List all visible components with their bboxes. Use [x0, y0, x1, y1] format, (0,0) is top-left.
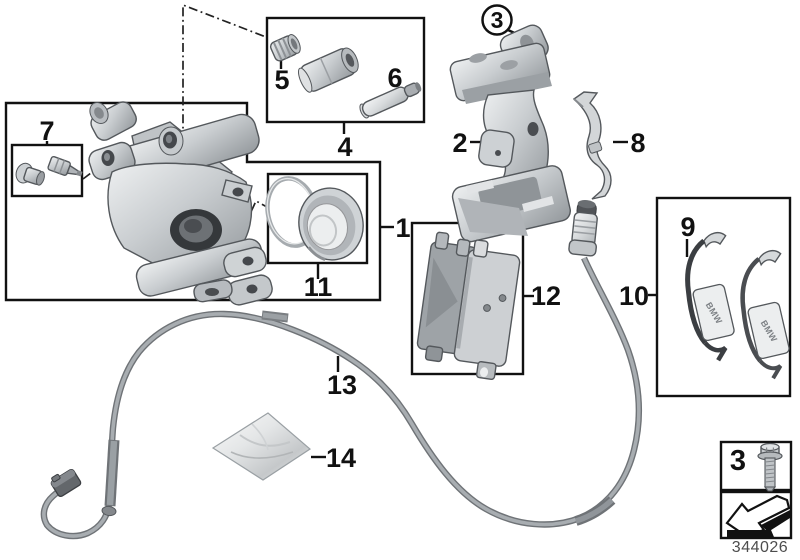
circled-callout-3[interactable]: 3 [481, 4, 513, 36]
legend-box-arrow [719, 490, 793, 540]
mount-ear-hole-lower [246, 284, 258, 294]
carrier-left-lug [478, 129, 515, 168]
callout-2[interactable]: 2 [452, 128, 467, 158]
callout-boxes [4, 16, 793, 540]
callout-7[interactable]: 7 [39, 116, 54, 146]
callout-3-circled[interactable]: 3 [491, 7, 504, 33]
retaining-clip-1: BMW [685, 231, 735, 362]
callout-12[interactable]: 12 [531, 281, 561, 311]
doc-number: 344026 [732, 539, 788, 556]
lubricant-packet-drawing [211, 412, 311, 481]
hex-screw-icon [757, 442, 783, 492]
seal-kit-drawing [265, 176, 364, 261]
brake-pads-drawing [416, 231, 521, 380]
group-box-guide-kit-4 [265, 16, 426, 124]
retaining-clip-2: BMW [740, 249, 790, 380]
bleeder-screw [47, 155, 83, 177]
callout-4[interactable]: 4 [337, 132, 352, 162]
callout-8[interactable]: 8 [630, 128, 645, 158]
carrier-block-shadow [462, 72, 552, 104]
leader-bleeder-to-box7 [82, 157, 112, 180]
retaining-clip-kit-drawing: BMW BMW [685, 231, 790, 380]
callout-labels: 1 2 4 5 6 7 8 9 10 11 12 13 14 3 [39, 63, 746, 477]
wear-sensor-drawing [40, 200, 642, 540]
dust-cap [15, 162, 45, 186]
piston-dust-boot [298, 187, 364, 261]
callout-circle [481, 4, 513, 36]
callout-14[interactable]: 14 [326, 443, 356, 473]
mount-ear-hole-upper [242, 256, 254, 266]
callout-1[interactable]: 1 [395, 213, 410, 243]
callout-9[interactable]: 9 [680, 212, 695, 242]
legend-screw-label[interactable]: 3 [730, 445, 746, 477]
guide-bush [297, 47, 359, 93]
callout-10[interactable]: 10 [619, 281, 649, 311]
brake-pad-right [453, 239, 521, 380]
cap-part-5 [269, 34, 301, 62]
legend-box-screw [719, 440, 793, 492]
sensor-head [568, 200, 598, 257]
direction-arrow-icon [725, 494, 791, 538]
callout-5[interactable]: 5 [274, 65, 289, 95]
group-box-clip-kit-9 [655, 196, 792, 398]
guide-bush-kit-drawing [269, 34, 422, 119]
guide-pin-part-6 [359, 82, 422, 119]
sensor-lead [42, 257, 641, 538]
group-box-caliper-1 [4, 101, 382, 302]
anti-rattle-spring-drawing [572, 91, 612, 200]
callout-11[interactable]: 11 [304, 272, 333, 302]
caliper-housing-drawing [88, 101, 273, 306]
sensor-connector-plug [50, 468, 82, 498]
callout-13[interactable]: 13 [327, 370, 357, 400]
label-ticks [45, 28, 689, 459]
caliper-carrier-drawing [449, 24, 571, 243]
callout-6[interactable]: 6 [387, 63, 402, 93]
bleeder-kit-drawing [15, 155, 83, 186]
